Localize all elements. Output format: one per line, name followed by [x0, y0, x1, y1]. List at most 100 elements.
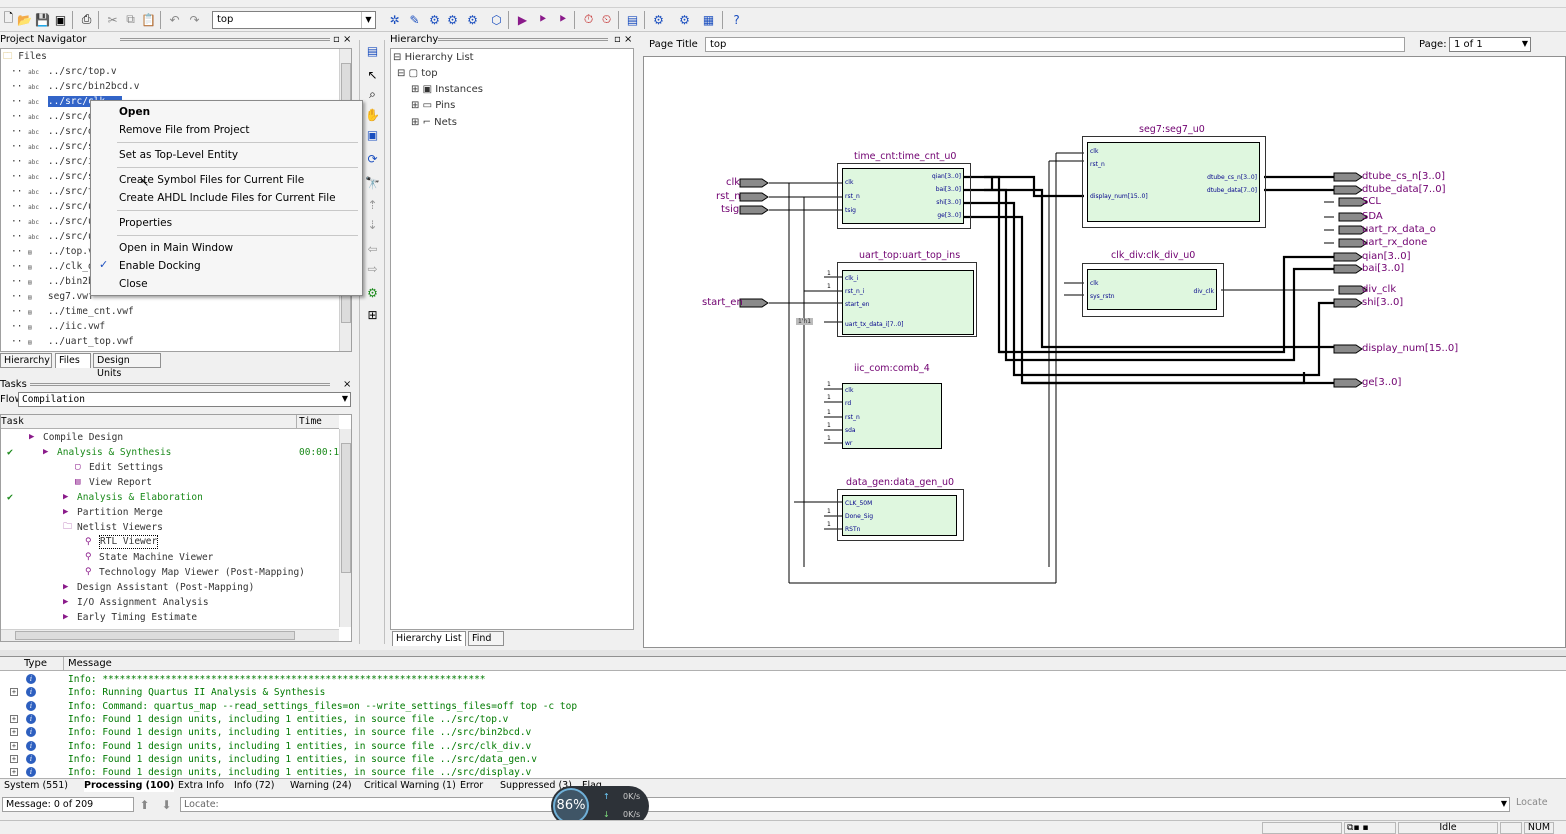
page-select[interactable]: 1 of 1▼	[1449, 37, 1531, 52]
output-pin-label[interactable]: uart_rx_done	[1362, 237, 1428, 248]
task-column[interactable]: Task	[1, 416, 24, 427]
file-item[interactable]: ·· ▤ ../uart_top.vwf	[11, 334, 134, 349]
hierarchy-instances[interactable]: ⊞ ▣ Instances	[411, 82, 483, 97]
chevron-down-icon[interactable]: ▼	[361, 12, 375, 28]
close-icon[interactable]: ×	[343, 34, 352, 45]
locate-button[interactable]: Locate	[1516, 797, 1548, 808]
chevron-down-icon[interactable]: ▼	[341, 394, 348, 403]
expand-icon[interactable]: +	[10, 728, 18, 737]
flow-select[interactable]: Compilation ▼	[18, 392, 351, 407]
expand-icon[interactable]: +	[10, 754, 18, 763]
arrow-up-icon[interactable]: ⬆	[139, 797, 150, 812]
save-icon[interactable]: 💾	[35, 12, 50, 27]
task-row[interactable]: ▶Partition Merge	[1, 505, 339, 520]
iic-block[interactable]: clk rd rst_n sda wr	[842, 383, 942, 449]
output-pin-label[interactable]: SDA	[1362, 211, 1383, 222]
hand-icon[interactable]: ✋	[365, 107, 380, 122]
rtl-schematic-canvas[interactable]: time_cnt:time_cnt_u0 clk rst_n tsig qian…	[643, 56, 1566, 648]
task-row[interactable]: ⚲RTL Viewer	[1, 535, 339, 550]
file-item[interactable]: ·· abc ../src/uart	[11, 214, 111, 229]
find-icon[interactable]: 🔭	[365, 175, 380, 190]
float-icon[interactable]: ▫	[333, 34, 340, 45]
message-tab[interactable]: Critical Warning (1)	[364, 780, 456, 791]
seg7-block[interactable]	[1082, 136, 1266, 228]
message-tab[interactable]: Warning (24)	[290, 780, 352, 791]
menu-item-close[interactable]: Close	[119, 278, 148, 290]
menu-item-open[interactable]: Open	[119, 106, 151, 118]
file-item[interactable]: ·· abc ../src/data	[11, 109, 111, 124]
copy-icon[interactable]: ⧉	[126, 12, 135, 26]
time-cnt-block[interactable]	[837, 163, 971, 229]
report-icon[interactable]: ▤	[626, 12, 639, 27]
stop-icon[interactable]: ⏲	[601, 12, 612, 26]
select-icon[interactable]: ↖	[367, 67, 378, 82]
pin-planner-icon[interactable]: ✎	[409, 12, 420, 27]
expand-icon[interactable]: ⊞	[411, 117, 420, 128]
file-item[interactable]: ·· abc ../src/segm	[11, 139, 111, 154]
message-tab[interactable]: Processing (100)	[84, 779, 175, 792]
design-partition-icon[interactable]: ⚙	[467, 12, 478, 27]
expand-icon[interactable]: ⊞	[411, 84, 420, 95]
output-pin-label[interactable]: display_num[15..0]	[1362, 343, 1459, 354]
input-pin-start-en[interactable]: start_en	[702, 297, 743, 308]
hierarchy-nets[interactable]: ⊞ ⌐ Nets	[411, 115, 457, 130]
task-row[interactable]: ▶Early Timing Estimate	[1, 610, 339, 625]
signaltap-icon[interactable]: ⚙	[679, 12, 690, 27]
tab-design-units[interactable]: Design Units	[93, 353, 161, 379]
message-tab[interactable]: Error	[460, 780, 484, 791]
task-row[interactable]: 🗀Netlist Viewers	[1, 520, 339, 535]
zoom-icon[interactable]: ⌕	[369, 87, 376, 101]
file-item[interactable]: ·· ▤ ../top.vwf	[11, 244, 105, 259]
task-row[interactable]: ▢Edit Settings	[1, 460, 339, 475]
data-gen-block[interactable]	[837, 489, 964, 541]
tab-hierarchy-list[interactable]: Hierarchy List	[392, 631, 466, 646]
float-icon[interactable]: ▫	[614, 34, 621, 45]
file-item[interactable]: ·· abc ../src/seg7	[11, 169, 111, 184]
message-tab[interactable]: Flag	[582, 779, 602, 792]
settings-icon[interactable]: ✲	[389, 12, 400, 27]
clk-div-block[interactable]	[1082, 263, 1224, 317]
expand-icon[interactable]: +	[10, 768, 18, 777]
expand-icon[interactable]: +	[10, 714, 18, 723]
output-pin-label[interactable]: ge[3..0]	[1362, 377, 1402, 388]
expand-icon[interactable]: +	[10, 741, 18, 750]
type-column[interactable]: Type	[24, 658, 47, 669]
task-row[interactable]: ▶Design Assistant (Post-Mapping)	[1, 580, 339, 595]
hierarchy-pins[interactable]: ⊞ ▭ Pins	[411, 98, 455, 113]
file-item[interactable]: ·· abc ../src/time	[11, 184, 111, 199]
save-all-icon[interactable]: ▣	[54, 12, 67, 27]
hierarchy-up-icon[interactable]: ⇡	[367, 197, 378, 212]
task-row[interactable]: ⚲Technology Map Viewer (Post-Mapping)	[1, 565, 339, 580]
task-row[interactable]: ▤View Report	[1, 475, 339, 490]
task-row[interactable]: ▶I/O Assignment Analysis	[1, 595, 339, 610]
uart-top-block[interactable]	[837, 262, 977, 337]
file-item[interactable]: ·· ▤ seg7.vwf	[11, 289, 94, 304]
tab-find[interactable]: Find	[468, 631, 504, 646]
message-tab[interactable]: Info (72)	[234, 780, 275, 791]
megawizard-icon[interactable]: ▦	[702, 12, 715, 27]
hierarchy-down-icon[interactable]: ⇣	[367, 217, 378, 232]
tasks-scrollbar[interactable]	[339, 429, 351, 627]
file-item[interactable]: ·· abc ../src/uart	[11, 199, 111, 214]
chip-planner-icon[interactable]: ⚙	[447, 12, 458, 27]
file-item[interactable]: ·· abc ../src/iic	[11, 154, 105, 169]
output-pin-label[interactable]: dtube_cs_n[3..0]	[1362, 171, 1446, 182]
menu-item-set-top-level[interactable]: Set as Top-Level Entity	[119, 149, 239, 161]
help-icon[interactable]: ?	[733, 12, 740, 27]
tab-files[interactable]: Files	[55, 353, 91, 368]
cut-icon[interactable]: ✂	[107, 12, 118, 27]
menu-item-enable-docking[interactable]: Enable Docking	[119, 260, 201, 272]
timequest-icon[interactable]: ⏱	[583, 12, 594, 26]
assignment-editor-icon[interactable]: ⚙	[429, 12, 440, 27]
task-row[interactable]: ✔▶Analysis & Elaboration	[1, 490, 339, 505]
analysis-icon[interactable]: ⬡	[491, 12, 502, 27]
file-item[interactable]: ·· ▤ ../iic.vwf	[11, 319, 105, 334]
file-item[interactable]: ·· abc ../src/top.v	[11, 64, 117, 79]
back-icon[interactable]: ⇦	[367, 241, 378, 256]
message-tab[interactable]: System (551)	[4, 780, 68, 791]
